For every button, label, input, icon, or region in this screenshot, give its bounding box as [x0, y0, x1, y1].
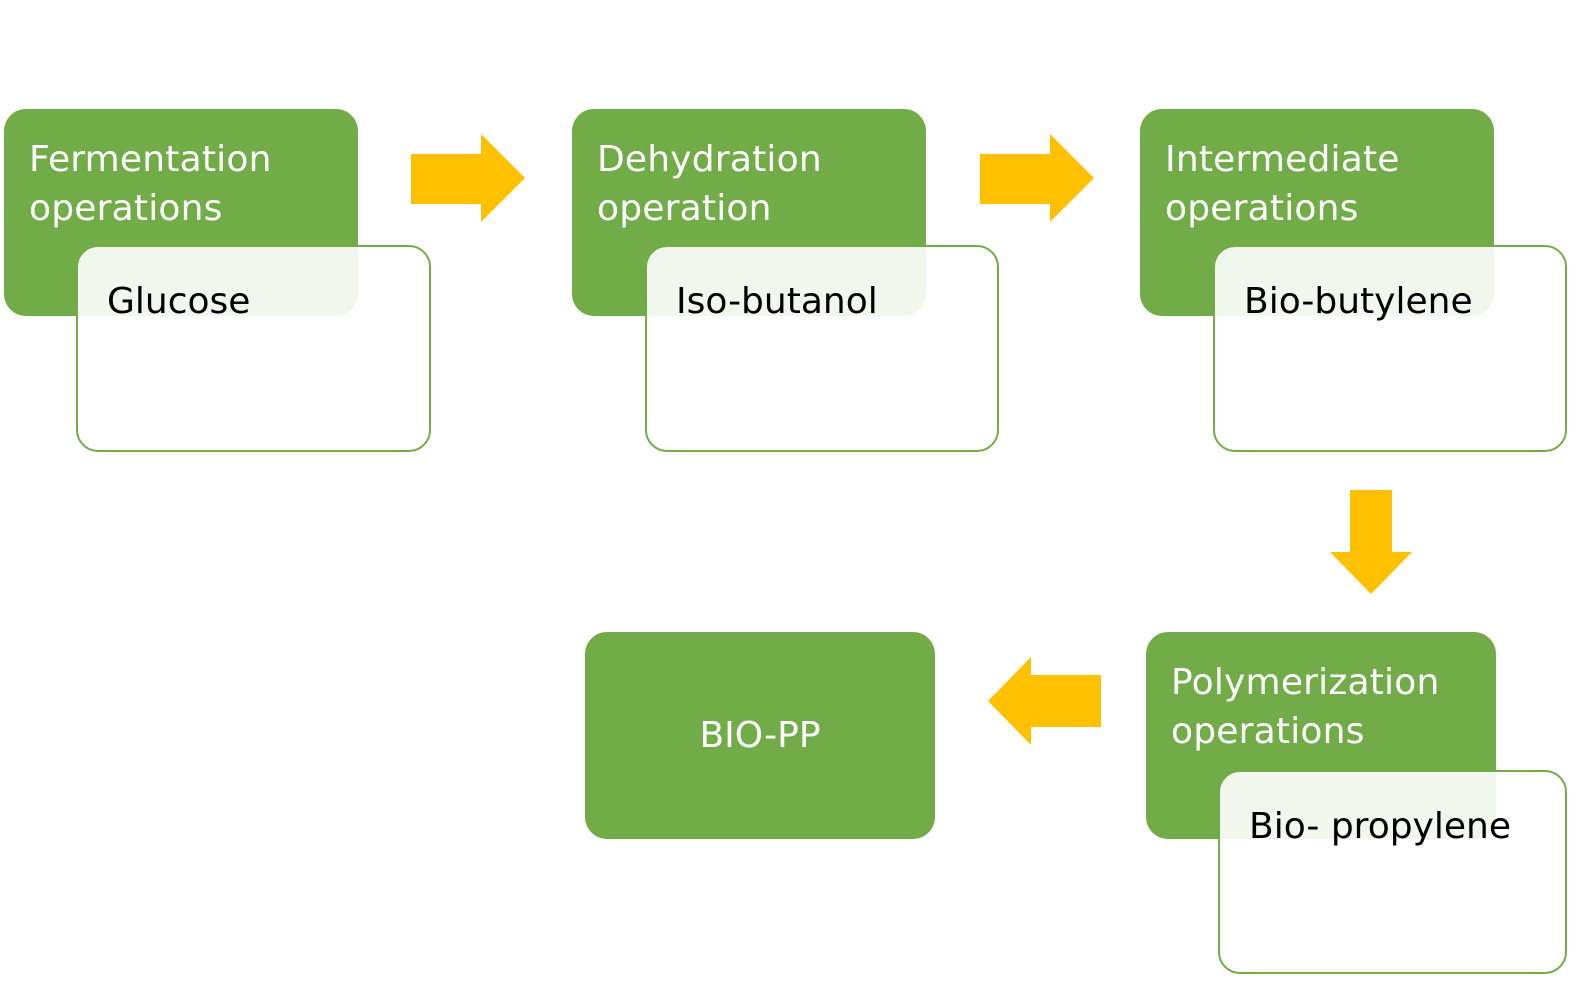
material-glucose-box: Glucose: [76, 245, 431, 452]
arrow-right-icon: [411, 134, 525, 222]
step-title-line1: Fermentation: [29, 139, 272, 180]
material-isobutanol-box: Iso-butanol: [645, 245, 999, 452]
step-title-line1: Polymerization: [1171, 662, 1440, 703]
step-title-line2: operations: [29, 188, 223, 229]
step-title-line1: Dehydration: [597, 139, 822, 180]
step-title-line2: operation: [597, 188, 772, 229]
arrow-left-icon: [988, 657, 1101, 745]
arrow-right-icon: [980, 134, 1094, 222]
step-title-line1: Intermediate: [1165, 139, 1400, 180]
step-title-line2: operations: [1171, 711, 1365, 752]
material-biobutylene-box: Bio-butylene: [1213, 245, 1567, 452]
step-title-line2: operations: [1165, 188, 1359, 229]
material-biopropylene-box: Bio- propylene: [1218, 770, 1567, 974]
step-intermediate-box: Intermediate operations: [1140, 109, 1494, 316]
final-product-box: BIO-PP: [585, 632, 935, 839]
final-product-label: BIO-PP: [699, 715, 821, 756]
arrow-down-icon: [1330, 490, 1412, 594]
